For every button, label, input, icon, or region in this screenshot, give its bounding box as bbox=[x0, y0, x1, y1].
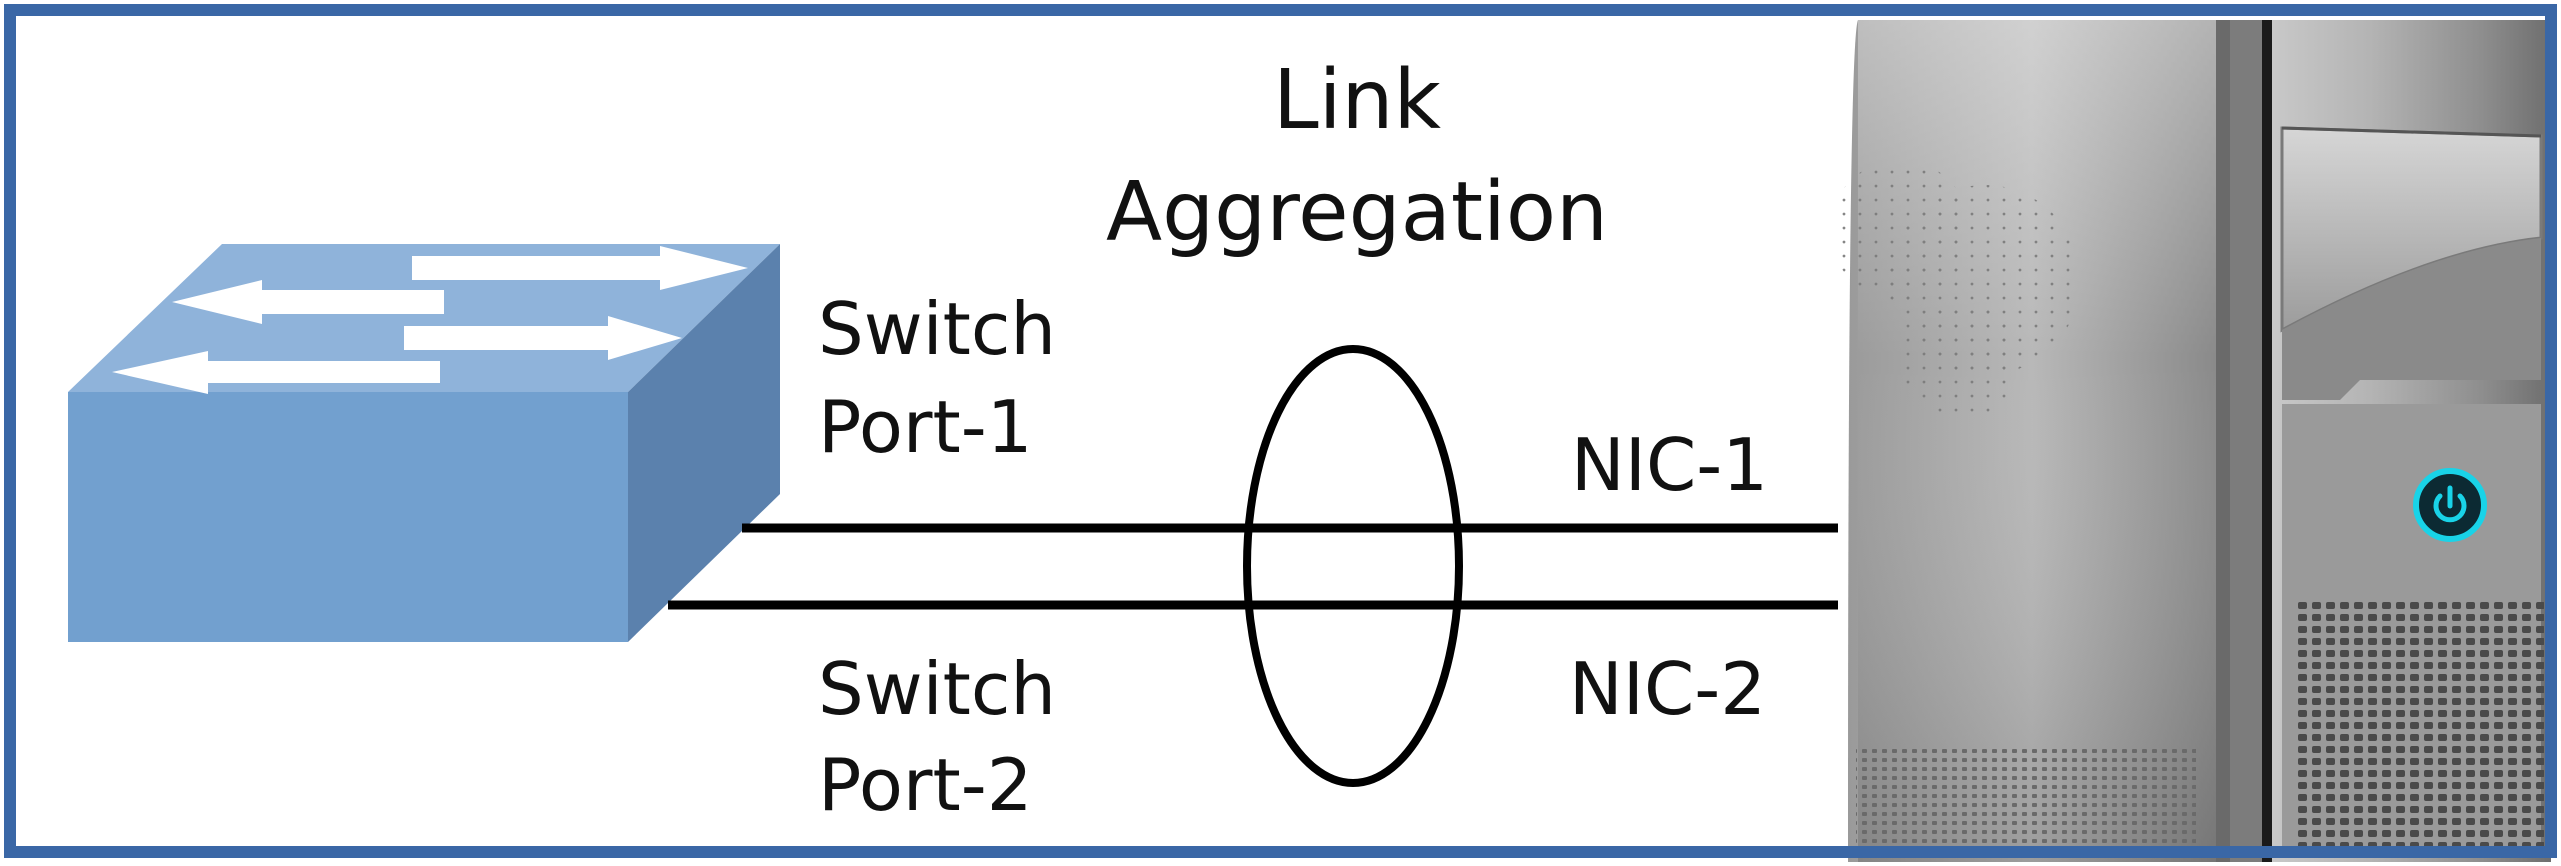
speaker-grill bbox=[1830, 160, 2080, 420]
cables bbox=[668, 523, 1838, 610]
server-tower-icon bbox=[1830, 20, 2551, 862]
port1-label-line-1: Switch bbox=[818, 287, 1056, 371]
title-line-1: Link bbox=[1273, 53, 1441, 148]
arrow-left-icon bbox=[112, 351, 440, 394]
arrow-left-icon bbox=[172, 280, 444, 324]
side-vent bbox=[1856, 746, 2196, 846]
power-icon bbox=[2433, 485, 2467, 523]
arrow-right-icon bbox=[412, 246, 748, 290]
network-switch-icon bbox=[68, 244, 780, 642]
diagram-frame bbox=[4, 4, 2557, 858]
front-vent bbox=[2294, 598, 2544, 852]
port2-label-line-2: Port-2 bbox=[818, 743, 1033, 827]
nic2-label: NIC-2 bbox=[1569, 647, 1766, 731]
title-line-2: Aggregation bbox=[1106, 165, 1608, 260]
aggregation-ellipse bbox=[1243, 345, 1463, 787]
nic1-label: NIC-1 bbox=[1571, 423, 1768, 507]
arrow-right-icon bbox=[404, 316, 682, 360]
switch-top-face bbox=[68, 244, 780, 392]
switch-arrows bbox=[112, 246, 748, 394]
switch-front-face bbox=[68, 392, 628, 642]
port1-label-line-2: Port-1 bbox=[818, 385, 1033, 469]
port2-label-line-1: Switch bbox=[818, 647, 1056, 731]
switch-side-face bbox=[628, 244, 780, 642]
drive-bay-shadow bbox=[2282, 238, 2541, 400]
